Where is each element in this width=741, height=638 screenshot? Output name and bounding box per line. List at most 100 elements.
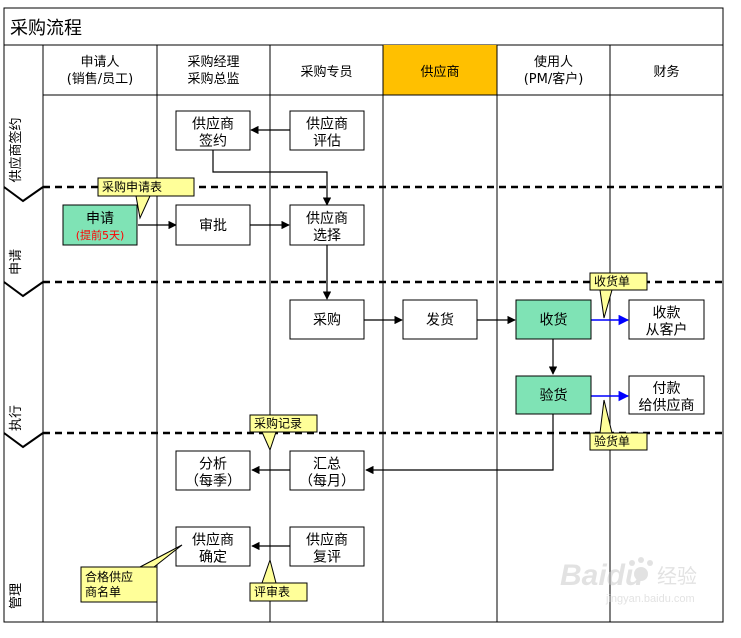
- box-frame: [62, 204, 138, 246]
- column-header-3-line-0: 供应商: [420, 64, 459, 80]
- box-label-line-1: 评估: [313, 134, 341, 150]
- callout-frame: [80, 566, 158, 603]
- box-label-line-0: 分析: [199, 457, 227, 473]
- process-boxes: 供应商签约供应商评估申请(提前5天)审批供应商选择采购发货收货收款从客户验货付款…: [62, 110, 705, 567]
- arrow-inspect-to-summary: [365, 414, 554, 475]
- box-frame: [289, 299, 365, 340]
- callouts: 采购申请表收货单验货单采购记录合格供应商名单评审表: [80, 177, 648, 603]
- box-frame: [402, 299, 478, 340]
- column-header-4-line-1: (PM/客户): [524, 71, 584, 87]
- box-label-line-0: 付款: [653, 381, 681, 397]
- box-frame: [175, 204, 251, 246]
- box-frame: [175, 450, 251, 491]
- callout-text-line-0: 采购申请表: [102, 179, 162, 194]
- box-frame: [175, 526, 251, 567]
- box-frame: [289, 450, 365, 491]
- blue-connectors: [591, 314, 630, 402]
- phase-label-0: 供应商签约: [8, 117, 24, 182]
- callout-frame: [249, 414, 318, 433]
- callout-frame: [97, 177, 195, 197]
- box-label-line-0: 供应商: [306, 116, 348, 133]
- supplier-header-highlight: [383, 45, 497, 95]
- box-label-line-0: 供应商: [306, 532, 348, 549]
- box-label-line-1: 确定: [199, 550, 227, 566]
- box-label: 采购: [313, 313, 341, 329]
- box-label-line-0: 收款: [653, 306, 681, 322]
- box-label-line-1: （每季）: [185, 474, 241, 490]
- callout-review-form: 评审表: [249, 558, 308, 602]
- box-label-line-0: 供应商: [192, 116, 234, 133]
- box-frame: [515, 299, 592, 340]
- callout-purchase-record: 采购记录: [249, 414, 318, 452]
- box-label-line-0: 供应商: [192, 532, 234, 549]
- callout-text-line-1: 商名单: [85, 584, 121, 599]
- box-frame: [289, 110, 365, 151]
- box-approve: 审批: [175, 204, 251, 246]
- box-supplier-sign: 供应商签约: [175, 110, 251, 151]
- callout-receipt-note: 收货单: [589, 272, 648, 319]
- callout-frame: [589, 272, 648, 291]
- box-frame: [628, 299, 705, 340]
- box-receive: 收货: [515, 299, 592, 340]
- connectors: [138, 125, 558, 551]
- box-label: 审批: [199, 218, 227, 234]
- arrow-sign-to-select: [212, 150, 332, 206]
- box-inspect: 验货: [515, 375, 592, 415]
- callout-text-line-0: 验货单: [594, 434, 630, 449]
- callout-text-line-0: 采购记录: [254, 416, 302, 431]
- phase-label-2: 执行: [9, 405, 24, 431]
- box-analyze: 分析（每季）: [175, 450, 251, 491]
- callout-text-line-0: 收货单: [594, 274, 630, 289]
- box-summary: 汇总（每月）: [289, 450, 365, 491]
- box-label: 发货: [426, 312, 454, 329]
- box-apply: 申请(提前5天): [62, 204, 138, 246]
- box-frame: [628, 375, 705, 415]
- box-label-line-1: 给供应商: [639, 397, 695, 414]
- watermark-url: jingyan.baidu.com: [605, 593, 695, 605]
- box-label-line-1: 选择: [313, 228, 341, 244]
- box-purchase: 采购: [289, 299, 365, 340]
- column-header-0-line-0: 申请人: [80, 55, 119, 70]
- box-label-line-1: 签约: [199, 133, 227, 150]
- callout-inspection-note: 验货单: [589, 399, 648, 451]
- box-label-line-1: 从客户: [646, 322, 688, 339]
- box-frame: [289, 526, 365, 567]
- box-label-line-0: 汇总: [313, 457, 341, 473]
- callout-frame: [589, 432, 648, 451]
- column-header-0-line-1: (销售/员工): [67, 71, 134, 87]
- box-label-line-1: 复评: [313, 549, 341, 566]
- column-header-2-line-0: 采购专员: [300, 64, 352, 80]
- column-header-1-line-0: 采购经理: [187, 54, 239, 70]
- box-label-line-1: （每月）: [299, 474, 355, 490]
- box-ship: 发货: [402, 299, 478, 340]
- column-header-1-line-1: 采购总监: [187, 71, 239, 87]
- paw-icon: [629, 557, 653, 581]
- watermark-brand-cn: 经验: [657, 564, 697, 588]
- box-frame: [175, 110, 251, 151]
- box-frame: [289, 204, 365, 246]
- callout-frame: [249, 582, 308, 602]
- box-label: 验货: [540, 387, 568, 404]
- box-sublabel: (提前5天): [76, 228, 125, 242]
- box-label-line-0: 供应商: [306, 210, 348, 227]
- chart-title: 采购流程: [10, 18, 82, 39]
- box-label: 收货: [540, 312, 568, 329]
- column-header-5-line-0: 财务: [653, 64, 679, 80]
- box-label-line-0: 申请: [86, 211, 114, 227]
- callout-text-line-0: 评审表: [254, 584, 290, 599]
- phase-label-3: 管理: [9, 583, 24, 609]
- baidu-watermark: Baidu 经验 jingyan.baidu.com: [560, 557, 697, 605]
- callout-purchase-request-form: 采购申请表: [97, 177, 195, 220]
- callout-text-line-0: 合格供应: [85, 569, 133, 584]
- column-header-4-line-0: 使用人: [534, 54, 573, 70]
